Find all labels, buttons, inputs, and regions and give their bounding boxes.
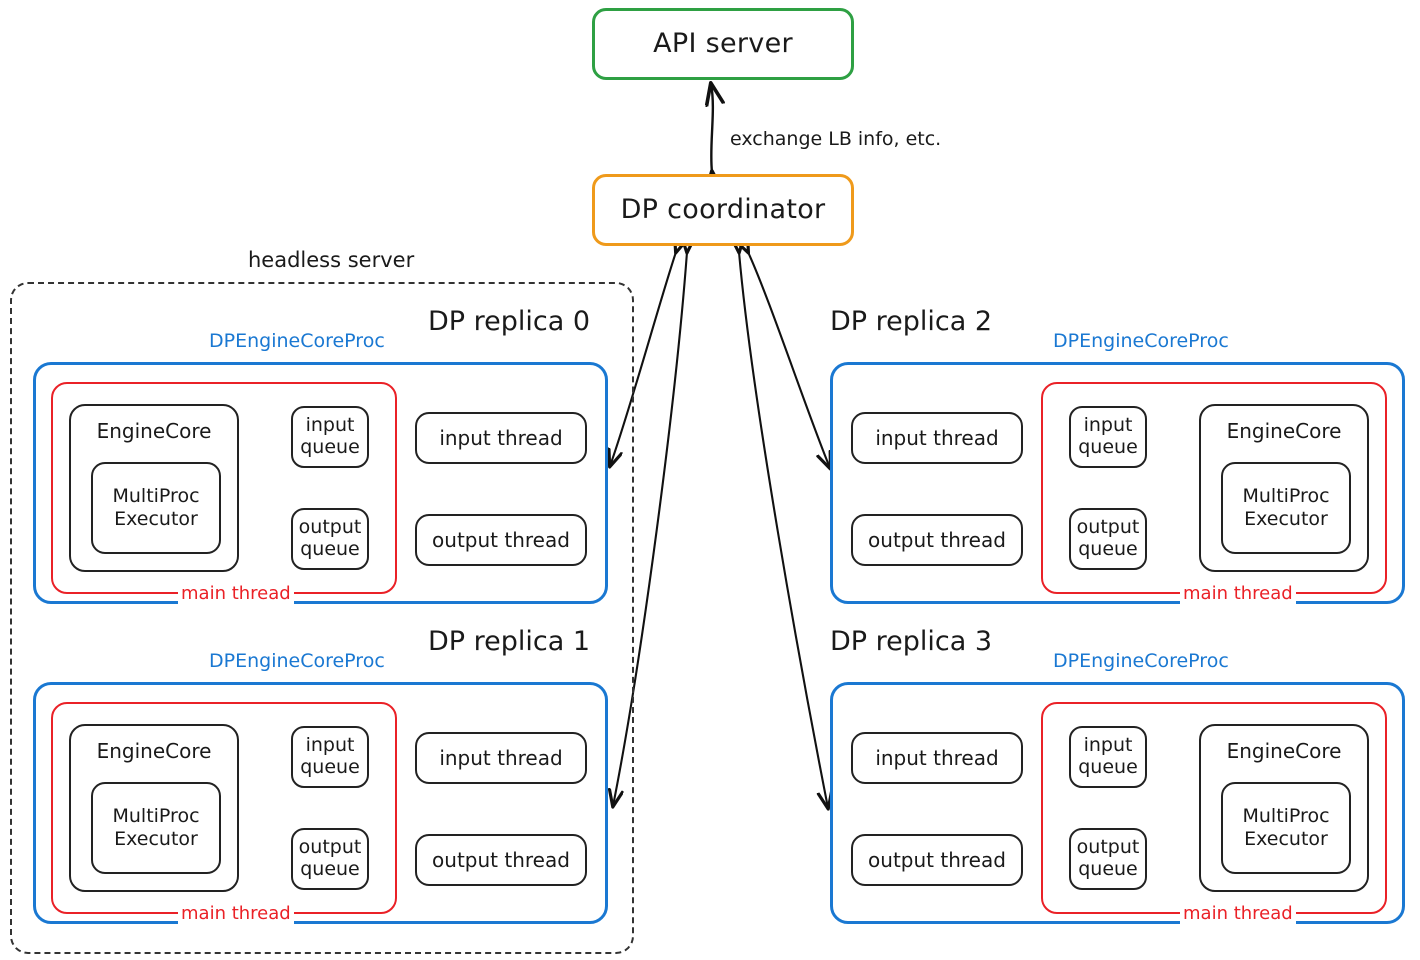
dp-coordinator-box[interactable]: DP coordinator xyxy=(592,174,854,246)
replica-1-outq-line2: queue xyxy=(300,858,360,880)
replica-2-output-thread[interactable]: output thread xyxy=(851,514,1023,566)
replica-3-proc-label: DPEngineCoreProc xyxy=(1053,650,1229,672)
replica-3-outq-line2: queue xyxy=(1078,858,1138,880)
headless-server-label: headless server xyxy=(248,248,415,272)
replica-3-input-queue[interactable]: input queue xyxy=(1069,726,1147,788)
replica-1-input-thread-label: input thread xyxy=(439,746,563,770)
replica-1-enginecore-box[interactable]: EngineCore MultiProc Executor xyxy=(69,724,239,892)
replica-1-outq-line1: output xyxy=(298,836,362,859)
replica-2-enginecore-label: EngineCore xyxy=(1226,419,1342,443)
replica-1-output-thread[interactable]: output thread xyxy=(415,834,587,886)
replica-1-inq-line2: queue xyxy=(300,756,360,778)
replica-3-outq-line1: output xyxy=(1076,836,1140,859)
replica-1-inq-line1: input xyxy=(305,734,355,757)
arrow-coordinator-replica-3 xyxy=(739,252,828,808)
replica-1-title: DP replica 1 xyxy=(428,626,591,657)
replica-3-output-thread[interactable]: output thread xyxy=(851,834,1023,886)
replica-2-output-queue[interactable]: output queue xyxy=(1069,508,1147,570)
replica-2-output-thread-label: output thread xyxy=(868,528,1006,552)
replica-0-output-queue[interactable]: output queue xyxy=(291,508,369,570)
replica-2-proc-label: DPEngineCoreProc xyxy=(1053,330,1229,352)
replica-3-mpe-line2: Executor xyxy=(1244,828,1328,850)
replica-3-inq-line1: input xyxy=(1083,734,1133,757)
replica-3[interactable]: input thread output thread input queue o… xyxy=(830,682,1405,924)
replica-0[interactable]: EngineCore MultiProc Executor input queu… xyxy=(33,362,608,604)
dp-coordinator-label: DP coordinator xyxy=(620,193,826,225)
exchange-link-label: exchange LB info, etc. xyxy=(730,128,942,150)
replica-1-input-queue[interactable]: input queue xyxy=(291,726,369,788)
replica-3-mpe-line1: MultiProc xyxy=(1242,805,1330,828)
replica-0-input-thread-label: input thread xyxy=(439,426,563,450)
replica-1-output-queue[interactable]: output queue xyxy=(291,828,369,890)
replica-2-multiproc-executor-box[interactable]: MultiProc Executor xyxy=(1221,462,1351,554)
arrow-api-coordinator xyxy=(711,84,713,172)
replica-0-main-thread-label: main thread xyxy=(178,583,294,604)
replica-2-enginecore-box[interactable]: EngineCore MultiProc Executor xyxy=(1199,404,1369,572)
replica-1-main-thread-label: main thread xyxy=(178,903,294,924)
replica-2[interactable]: input thread output thread input queue o… xyxy=(830,362,1405,604)
replica-1-multiproc-executor-box[interactable]: MultiProc Executor xyxy=(91,782,221,874)
replica-0-input-thread[interactable]: input thread xyxy=(415,412,587,464)
replica-3-title: DP replica 3 xyxy=(830,626,993,657)
replica-0-mpe-line1: MultiProc xyxy=(112,485,200,508)
headless-server-boundary xyxy=(10,282,634,954)
replica-0-outq-line2: queue xyxy=(300,538,360,560)
replica-2-outq-line2: queue xyxy=(1078,538,1138,560)
replica-3-output-queue[interactable]: output queue xyxy=(1069,828,1147,890)
replica-0-input-queue[interactable]: input queue xyxy=(291,406,369,468)
replica-2-main-thread-label: main thread xyxy=(1180,583,1296,604)
replica-3-input-thread[interactable]: input thread xyxy=(851,732,1023,784)
replica-1-enginecore-label: EngineCore xyxy=(96,739,212,763)
replica-1-output-thread-label: output thread xyxy=(432,848,570,872)
replica-1[interactable]: EngineCore MultiProc Executor input queu… xyxy=(33,682,608,924)
replica-1-mpe-line2: Executor xyxy=(114,828,198,850)
replica-2-input-thread[interactable]: input thread xyxy=(851,412,1023,464)
replica-0-mpe-line2: Executor xyxy=(114,508,198,530)
replica-2-mpe-line1: MultiProc xyxy=(1242,485,1330,508)
replica-0-outq-line1: output xyxy=(298,516,362,539)
replica-0-enginecore-box[interactable]: EngineCore MultiProc Executor xyxy=(69,404,239,572)
replica-3-inq-line2: queue xyxy=(1078,756,1138,778)
replica-3-enginecore-box[interactable]: EngineCore MultiProc Executor xyxy=(1199,724,1369,892)
replica-1-input-thread[interactable]: input thread xyxy=(415,732,587,784)
replica-1-mpe-line1: MultiProc xyxy=(112,805,200,828)
replica-2-title: DP replica 2 xyxy=(830,306,993,337)
api-server-box[interactable]: API server xyxy=(592,8,854,80)
replica-3-main-thread-label: main thread xyxy=(1180,903,1296,924)
arrow-coordinator-replica-2 xyxy=(748,252,830,468)
replica-0-proc-label: DPEngineCoreProc xyxy=(209,330,385,352)
replica-0-inq-line1: input xyxy=(305,414,355,437)
replica-1-proc-label: DPEngineCoreProc xyxy=(209,650,385,672)
replica-3-input-thread-label: input thread xyxy=(875,746,999,770)
replica-3-enginecore-label: EngineCore xyxy=(1226,739,1342,763)
replica-0-inq-line2: queue xyxy=(300,436,360,458)
replica-3-multiproc-executor-box[interactable]: MultiProc Executor xyxy=(1221,782,1351,874)
replica-2-inq-line2: queue xyxy=(1078,436,1138,458)
replica-0-title: DP replica 0 xyxy=(428,306,591,337)
replica-0-output-thread[interactable]: output thread xyxy=(415,514,587,566)
replica-3-output-thread-label: output thread xyxy=(868,848,1006,872)
replica-2-inq-line1: input xyxy=(1083,414,1133,437)
replica-2-input-queue[interactable]: input queue xyxy=(1069,406,1147,468)
replica-2-input-thread-label: input thread xyxy=(875,426,999,450)
replica-2-outq-line1: output xyxy=(1076,516,1140,539)
replica-0-output-thread-label: output thread xyxy=(432,528,570,552)
replica-0-enginecore-label: EngineCore xyxy=(96,419,212,443)
api-server-label: API server xyxy=(653,27,793,59)
replica-0-multiproc-executor-box[interactable]: MultiProc Executor xyxy=(91,462,221,554)
replica-2-mpe-line2: Executor xyxy=(1244,508,1328,530)
